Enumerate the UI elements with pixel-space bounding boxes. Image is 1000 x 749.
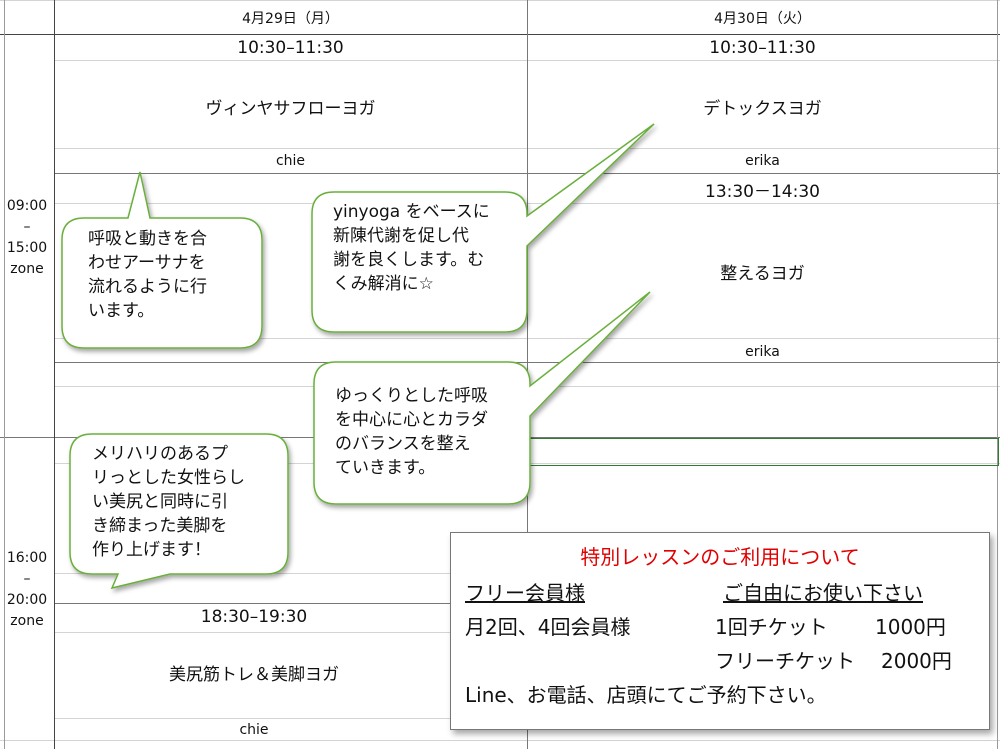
notice-free-use: ご自由にお使い下さい — [723, 581, 923, 605]
bubble-totoeru-shape — [313, 291, 651, 505]
bubble-totoeru-text: ゆっくりとした呼吸 を中心に心とカラダ のバランスを整え ていきます。 — [335, 386, 488, 478]
date-header-col2: 4月30日（火） — [714, 11, 811, 27]
notice-ticket2-label: フリーチケット — [715, 649, 855, 673]
bubble-detox-shape — [311, 123, 655, 333]
bubble-vinyasa-shape — [61, 171, 263, 349]
bubble-detox-text: yinyoga をベースに 新陳代謝を促し代 謝を良くします。む くみ解消に☆ — [333, 202, 490, 294]
notice-title: 特別レッスンのご利用について — [580, 545, 860, 569]
lesson-name: 整えるヨガ — [720, 263, 805, 284]
time-slot-morning: 09:00 – 15:00 zone — [0, 196, 54, 280]
time-slot-evening: 16:00 – 20:00 zone — [0, 548, 54, 632]
notice-free-member: フリー会員様 — [465, 581, 585, 605]
bubble-bijiri-text: メリハリのあるプ リっとした女性らし い美尻と同時に引 き締まった美脚を 作り上… — [92, 444, 245, 560]
lesson-instructor: erika — [745, 344, 780, 360]
notice-ticket1-label: 1回チケット — [715, 615, 828, 639]
lesson-instructor: erika — [745, 153, 780, 169]
lesson-instructor: chie — [239, 721, 269, 738]
bubble-vinyasa-text: 呼吸と動きを合 わせアーサナを 流れるように行 います。 — [88, 229, 207, 321]
time-zone: zone — [10, 261, 44, 277]
time-start: 09:00 — [6, 198, 48, 214]
bubble-bijiri-shape — [69, 433, 289, 590]
notice-monthly-member: 月2回、4回会員様 — [465, 615, 631, 639]
time-zone: zone — [10, 613, 44, 629]
notice-contact: Line、お電話、店頭にてご予約下さい。 — [465, 683, 827, 707]
lesson-name: 美尻筋トレ＆美脚ヨガ — [169, 664, 339, 685]
lesson-time: 13:30－14:30 — [705, 181, 820, 202]
time-end: 15:00 — [6, 240, 48, 256]
date-header-col1: 4月29日（月） — [242, 11, 339, 27]
notice-ticket2-price: 2000円 — [881, 649, 952, 673]
lesson-name: ヴィンヤサフローヨガ — [205, 98, 376, 119]
lesson-name: デトックスヨガ — [703, 98, 822, 119]
time-dash: – — [23, 571, 31, 587]
lesson-instructor: chie — [275, 153, 306, 169]
lesson-time: 10:30–11:30 — [237, 38, 344, 58]
lesson-time: 10:30–11:30 — [709, 38, 816, 58]
time-dash: – — [23, 219, 31, 235]
special-lesson-notice: 特別レッスンのご利用について フリー会員様 ご自由にお使い下さい 月2回、4回会… — [450, 532, 990, 730]
time-start: 16:00 — [6, 550, 48, 566]
lesson-time: 18:30–19:30 — [200, 607, 308, 627]
time-end: 20:00 — [6, 592, 48, 608]
notice-ticket1-price: 1000円 — [875, 615, 946, 639]
